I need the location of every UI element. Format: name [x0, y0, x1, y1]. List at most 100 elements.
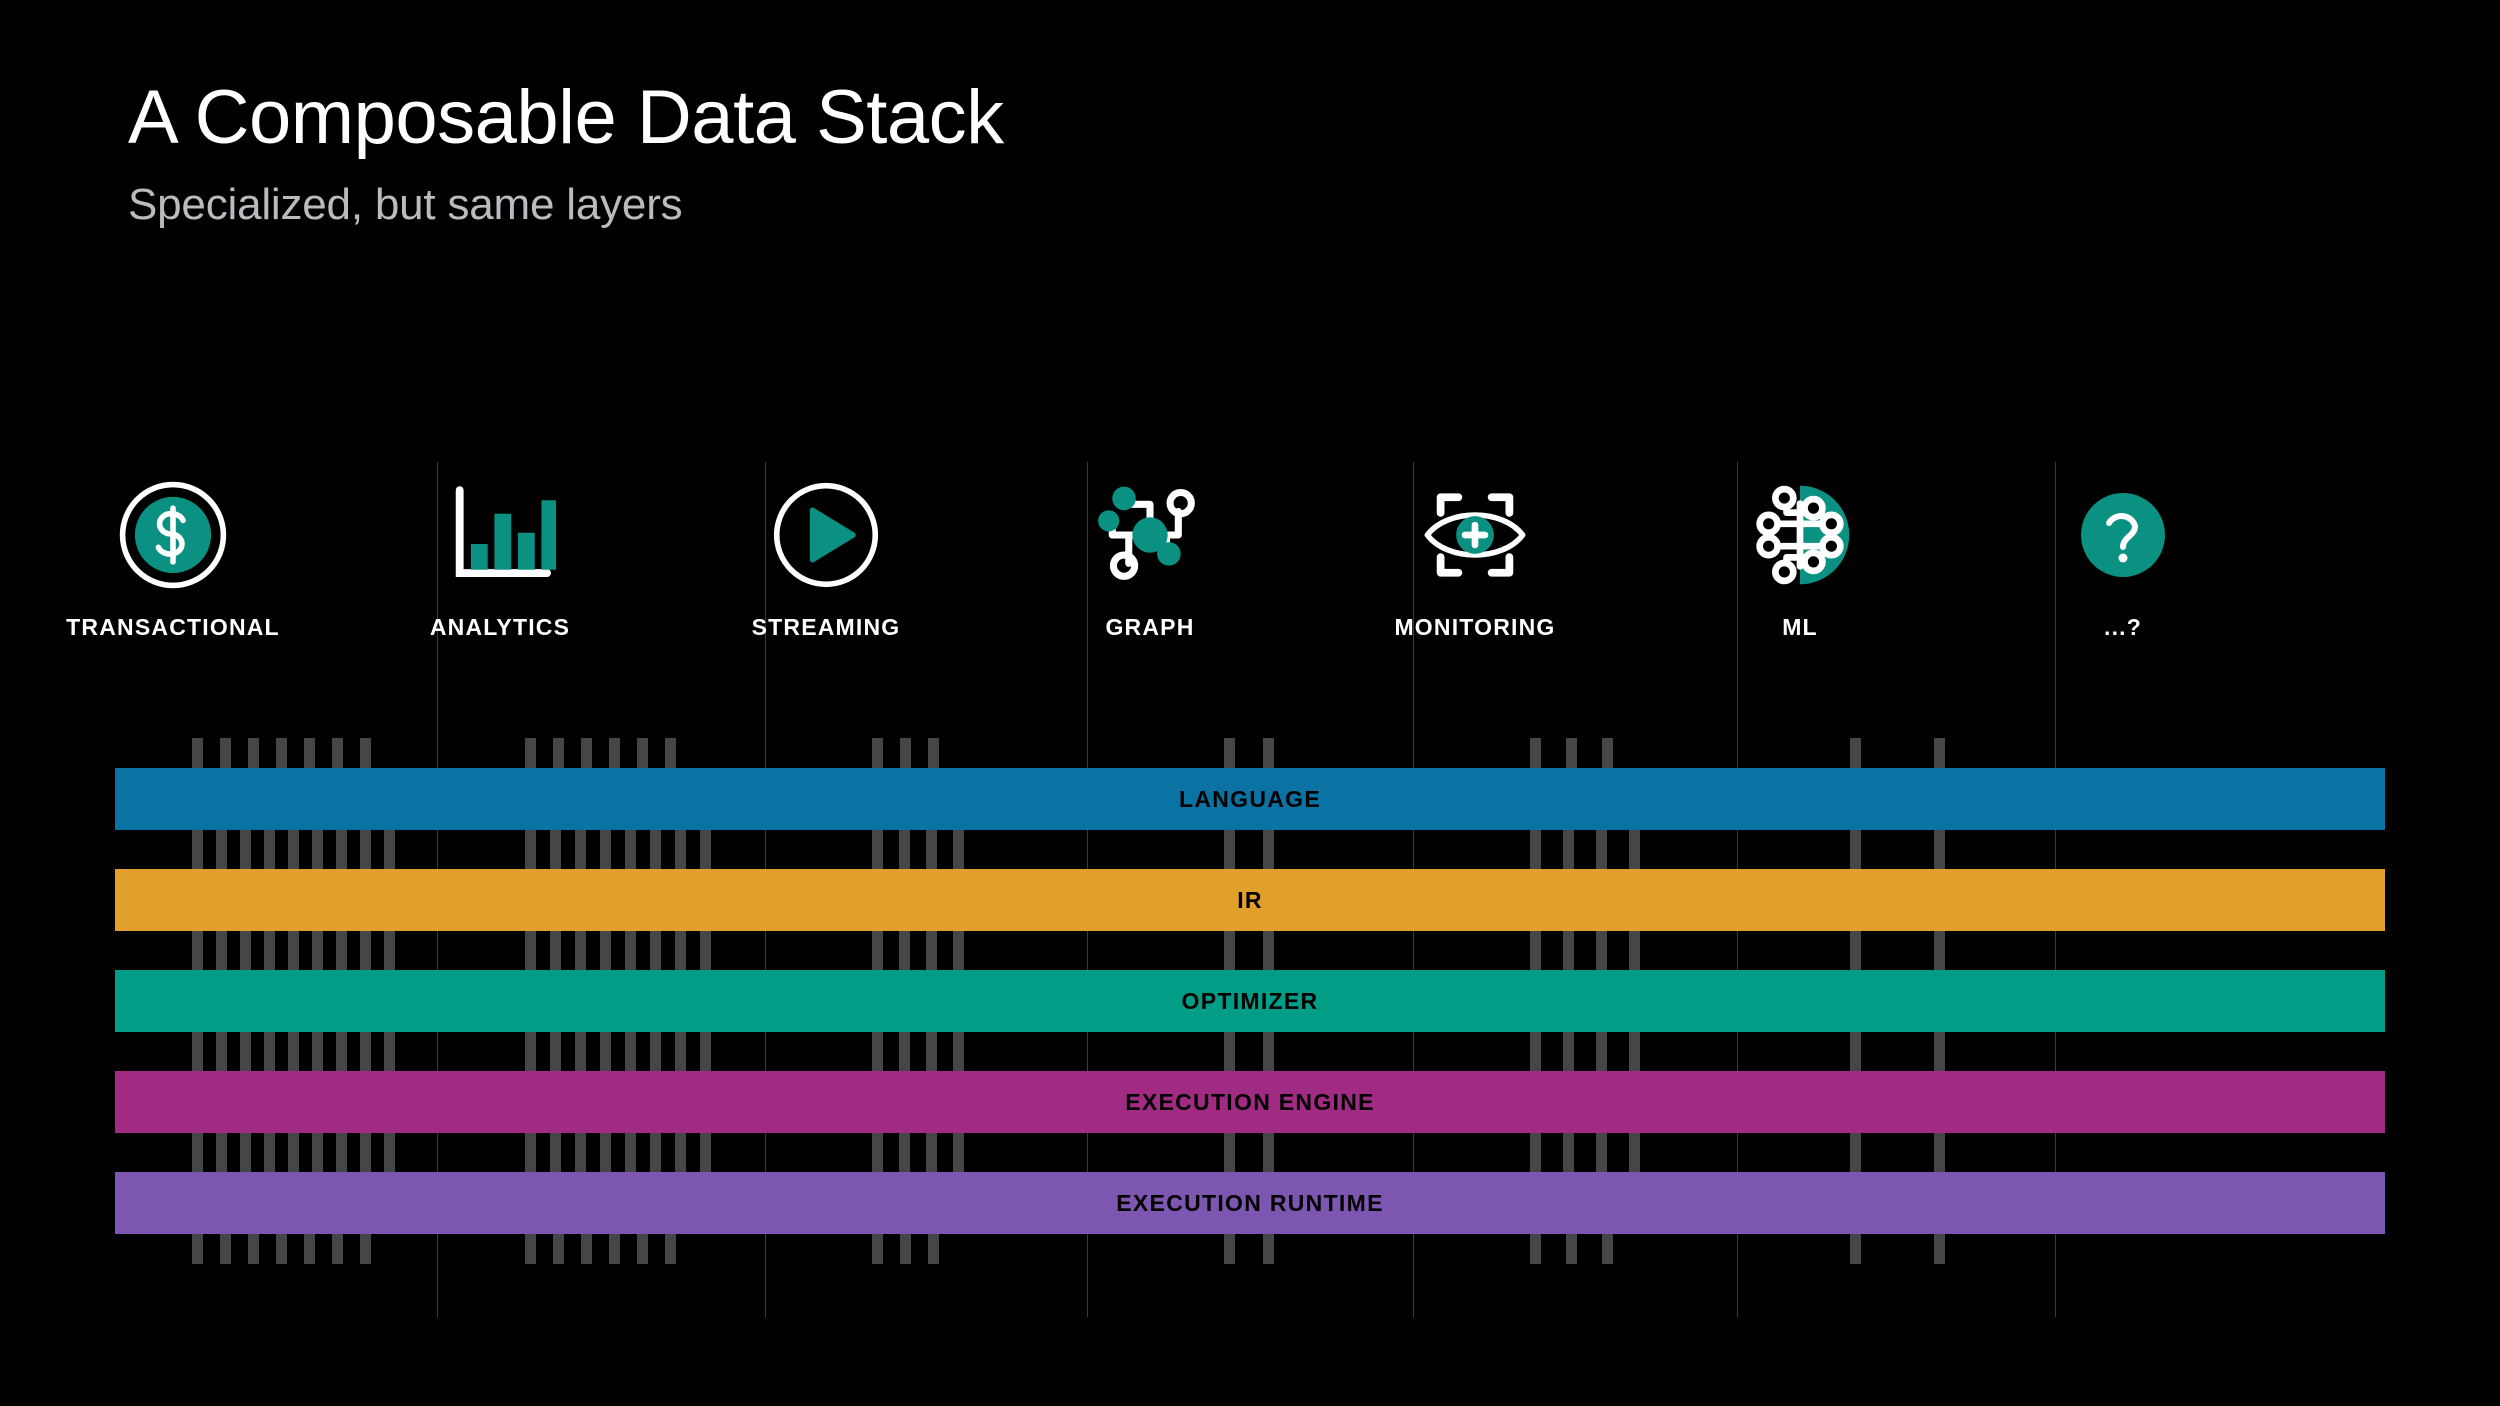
connector-pin: [525, 738, 536, 768]
connector-pin: [276, 738, 287, 768]
connector-pin: [575, 1032, 586, 1071]
connector-pin: [248, 1234, 259, 1264]
connector-pin: [1596, 1133, 1607, 1172]
connector-pin: [675, 830, 686, 869]
connector-pin: [1263, 1234, 1274, 1264]
connector-pin: [1530, 738, 1541, 768]
connector-pin: [609, 1234, 620, 1264]
connector-pin: [1850, 738, 1861, 768]
connector-pin: [332, 1234, 343, 1264]
connector-pin: [360, 1234, 371, 1264]
connector-pin: [953, 830, 964, 869]
connector-pin: [264, 931, 275, 970]
connector-pin: [312, 1133, 323, 1172]
connector-pin: [312, 931, 323, 970]
layer-bar-ir[interactable]: IR: [115, 869, 2385, 931]
domain-column-analytics[interactable]: ANALYTICS: [385, 470, 615, 641]
connector-pin: [600, 1032, 611, 1071]
domain-column-graph[interactable]: GRAPH: [1035, 470, 1265, 641]
connector-pin: [240, 830, 251, 869]
connector-pin: [216, 830, 227, 869]
connector-pin: [1563, 830, 1574, 869]
layer-bar-execution-runtime[interactable]: EXECUTION RUNTIME: [115, 1172, 2385, 1234]
layer-bar-optimizer[interactable]: OPTIMIZER: [115, 970, 2385, 1032]
connector-pin: [650, 1032, 661, 1071]
connector-pin: [240, 931, 251, 970]
connector-pin: [581, 738, 592, 768]
layer-label: IR: [1237, 886, 1263, 913]
connector-pin: [953, 931, 964, 970]
connector-pin: [1629, 931, 1640, 970]
connector-pin: [288, 1133, 299, 1172]
connector-pin: [899, 931, 910, 970]
domain-column-streaming[interactable]: STREAMING: [711, 470, 941, 641]
node-graph-icon: [1035, 470, 1265, 600]
connector-pin: [220, 738, 231, 768]
layer-label: OPTIMIZER: [1181, 987, 1319, 1014]
connector-pin: [675, 931, 686, 970]
connector-pin: [675, 1032, 686, 1071]
domain-column-ml[interactable]: ML: [1685, 470, 1915, 641]
connector-pin: [650, 931, 661, 970]
connector-pin: [665, 738, 676, 768]
connector-pin: [240, 1133, 251, 1172]
connector-pin: [550, 1032, 561, 1071]
heading-block: A Composable Data Stack Specialized, but…: [128, 78, 1004, 230]
page-subtitle: Specialized, but same layers: [128, 179, 683, 229]
layer-bar-language[interactable]: LANGUAGE: [115, 768, 2385, 830]
connector-pin: [525, 830, 536, 869]
connector-pin: [192, 1133, 203, 1172]
connector-pin: [1596, 1032, 1607, 1071]
dollar-coin-icon: [58, 470, 288, 600]
connector-pin: [953, 1032, 964, 1071]
connector-pin: [872, 1234, 883, 1264]
connector-pin: [1934, 1133, 1945, 1172]
connector-pin: [700, 830, 711, 869]
connector-pin: [550, 1133, 561, 1172]
connector-pin: [926, 1032, 937, 1071]
connector-pin: [336, 830, 347, 869]
neural-net-icon: [1685, 470, 1915, 600]
connector-pin: [312, 830, 323, 869]
connector-pin: [625, 830, 636, 869]
pin-row-5: [0, 1234, 2500, 1264]
connector-pin: [304, 1234, 315, 1264]
connector-pin: [1934, 738, 1945, 768]
connector-pin: [928, 1234, 939, 1264]
domain-column-[interactable]: ...?: [2008, 470, 2238, 641]
connector-pin: [900, 1234, 911, 1264]
connector-pin: [1263, 830, 1274, 869]
layer-label: EXECUTION RUNTIME: [1116, 1189, 1384, 1216]
connector-pin: [288, 830, 299, 869]
connector-pin: [384, 931, 395, 970]
connector-pin: [288, 1032, 299, 1071]
connector-pin: [304, 738, 315, 768]
pin-row-0: [0, 738, 2500, 768]
connector-pin: [899, 1133, 910, 1172]
connector-pin: [1850, 931, 1861, 970]
connector-pin: [264, 830, 275, 869]
connector-pin: [1530, 830, 1541, 869]
connector-pin: [625, 931, 636, 970]
connector-pin: [1850, 1133, 1861, 1172]
page-title: A Composable Data Stack: [128, 75, 1004, 160]
connector-pin: [872, 1133, 883, 1172]
layer-bar-execution-engine[interactable]: EXECUTION ENGINE: [115, 1071, 2385, 1133]
connector-pin: [1563, 1032, 1574, 1071]
connector-pin: [360, 1133, 371, 1172]
connector-pin: [926, 1133, 937, 1172]
connector-pin: [1934, 1032, 1945, 1071]
connector-pin: [336, 1133, 347, 1172]
connector-pin: [575, 931, 586, 970]
connector-pin: [216, 1032, 227, 1071]
domain-column-monitoring[interactable]: MONITORING: [1360, 470, 1590, 641]
domain-column-transactional[interactable]: TRANSACTIONAL: [58, 470, 288, 641]
connector-pin: [336, 1032, 347, 1071]
connector-pin: [384, 1032, 395, 1071]
connector-pin: [650, 830, 661, 869]
connector-pin: [192, 830, 203, 869]
connector-pin: [581, 1234, 592, 1264]
connector-pin: [609, 738, 620, 768]
connector-pin: [1530, 1234, 1541, 1264]
